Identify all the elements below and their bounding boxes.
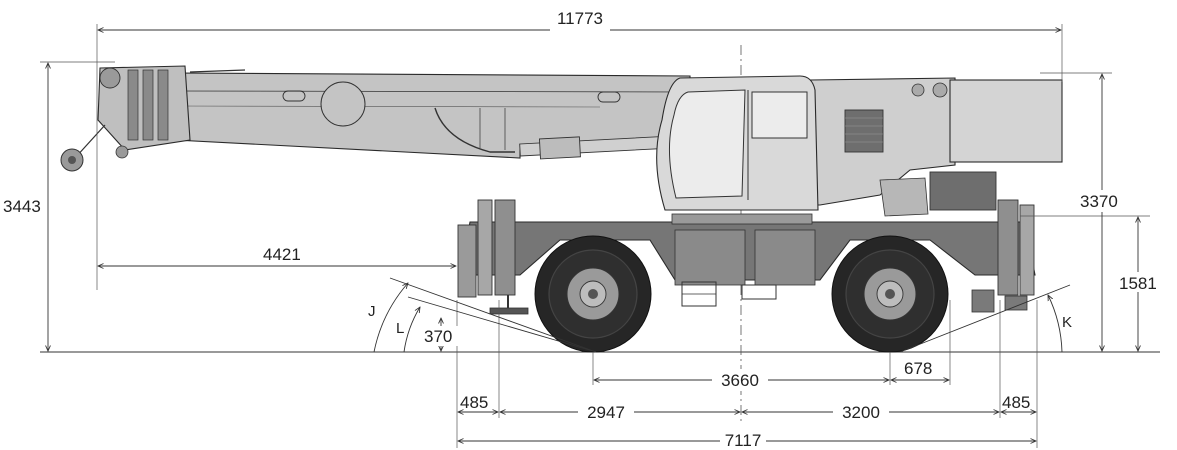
dim-overall-length: 11773 [557, 9, 603, 28]
angle-label-k: K [1062, 314, 1072, 331]
dim-cab-height: 3370 [1080, 192, 1118, 211]
operator-cab [656, 75, 819, 211]
wheel-front [534, 235, 652, 353]
superstructure [809, 77, 1063, 217]
angle-labels: J L K [368, 303, 1072, 337]
dim-front-outrigger-offset: 485 [460, 393, 488, 412]
dim-outrigger-span: 7117 [725, 431, 762, 450]
dim-rear-overhang: 678 [904, 359, 932, 378]
dim-front-axle-to-center: 2947 [587, 403, 625, 422]
angle-label-l: L [396, 320, 404, 337]
outrigger-rear [971, 199, 1035, 313]
dim-chassis-height: 1581 [1119, 274, 1157, 293]
extension-lines [40, 24, 1150, 448]
boom [174, 72, 691, 160]
dim-ground-clearance: 370 [424, 327, 452, 346]
dim-rear-outrigger-offset: 485 [1002, 393, 1030, 412]
dim-boom-overhang: 4421 [263, 245, 301, 264]
dim-center-to-rear-outrigger: 3200 [842, 403, 880, 422]
wheel-rear [831, 235, 949, 353]
angle-label-j: J [368, 303, 376, 320]
boom-head [60, 65, 246, 172]
angle-lines [373, 277, 1071, 353]
dimension-labels: 11773 3443 3370 1581 4421 370 3660 678 4… [3, 9, 1160, 450]
outrigger-front [457, 199, 529, 315]
crane-illustration [60, 65, 1063, 353]
dim-wheelbase: 3660 [721, 371, 759, 390]
dim-overall-height: 3443 [3, 197, 41, 216]
